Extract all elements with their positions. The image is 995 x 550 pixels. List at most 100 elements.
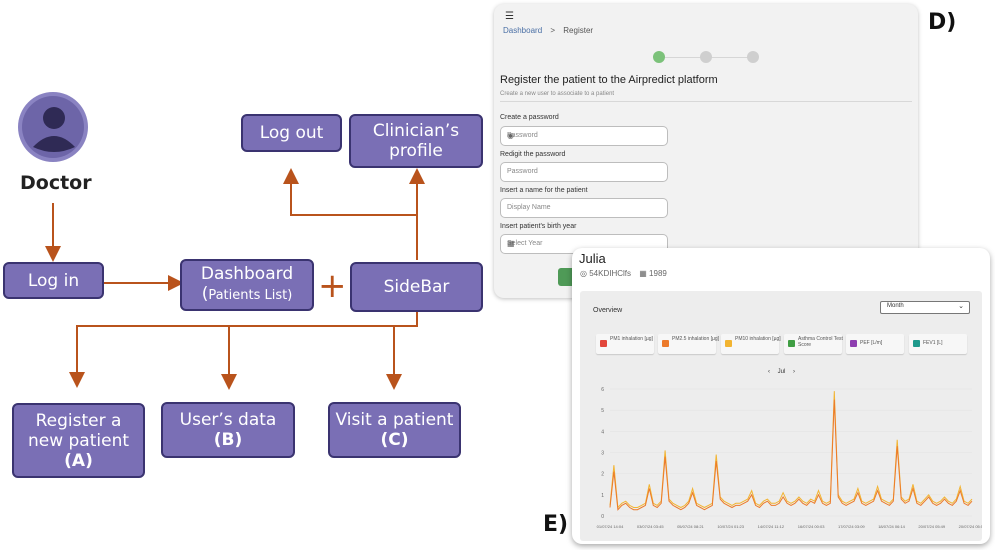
x-tick-label: 03/07/24 03:45 [637,524,664,529]
visit-box: Visit a patient (C) [328,402,461,458]
profile-label-line2: profile [389,141,443,161]
calendar-icon: ▦ [639,269,647,278]
x-tick-label: 10/07/24 01:23 [717,524,744,529]
checkbox-icon [600,340,607,347]
profile-label-line1: Clinician’s [372,121,460,141]
stepper-step-2 [700,51,712,63]
checkbox-icon [788,340,795,347]
register-label-line1: Register a [35,410,122,431]
patient-name: Julia [579,251,606,266]
divider [500,101,912,102]
overview-card: Overview Month ⌄ PM1 inhalation [µg] PM2… [580,291,982,541]
patient-info: ◎ 54KDIHClfs ▦ 1989 [580,269,667,278]
legend-chip-pm25[interactable]: PM2.5 inhalation [µg] [658,334,719,354]
y-tick-label: 2 [601,472,604,478]
series-line [609,399,973,511]
x-tick-label: 14/07/24 11:12 [758,524,785,529]
hamburger-menu-icon[interactable]: ☰ [505,11,514,22]
checkbox-icon [662,340,669,347]
panel-tag-e: E) [543,512,569,537]
display-name-placeholder: Display Name [507,204,551,211]
patient-birth-year: 1989 [649,269,667,278]
y-tick-label: 5 [601,408,604,414]
register-box: Register a new patient (A) [12,403,145,478]
series-line [609,391,973,509]
stepper-step-1 [653,51,665,63]
confirm-password-label: Redigit the password [500,151,566,158]
x-tick-label: 18/07/24 06:14 [878,524,905,529]
visit-label: Visit a patient [335,410,454,430]
y-tick-label: 4 [601,429,604,435]
y-tick-label: 6 [601,387,604,393]
period-select-value: Month [887,303,904,309]
chevron-right-icon[interactable]: › [793,369,796,375]
checkbox-icon [725,340,732,347]
chevron-left-icon[interactable]: ‹ [768,369,770,375]
patient-screen-panel: Julia ◎ 54KDIHClfs ▦ 1989 Overview Month… [572,248,990,544]
x-tick-label: 05/07/24 08:21 [677,524,704,529]
x-tick-label: 20/07/24 05:54 [959,524,982,529]
legend-label: PEF [L/m] [860,340,883,346]
chevron-down-icon: ⌄ [958,303,964,310]
y-tick-label: 3 [601,451,604,457]
birth-year-placeholder: Select Year [507,240,543,247]
breadcrumb-current: Register [563,26,594,35]
calendar-icon[interactable]: ▦ [507,239,515,248]
legend-chip-act[interactable]: Asthma Control Test Score [784,334,843,354]
checkbox-icon [913,340,920,347]
login-label: Log in [27,270,80,291]
dashboard-label: Dashboard [200,264,294,284]
plus-sign: + [318,266,347,306]
legend-label: Asthma Control Test Score [798,336,843,348]
breadcrumb: Dashboard > Register [503,26,593,35]
register-tag: (A) [64,450,93,471]
panel-tag-d: D) [928,10,957,35]
overview-label: Overview [593,307,623,314]
period-select[interactable]: Month ⌄ [880,301,970,314]
legend-chip-fev1[interactable]: FEV1 [L] [909,334,967,354]
chevron-right-icon: > [550,26,556,35]
confirm-password-field[interactable]: Password [500,162,668,182]
sidebar-box: SideBar [350,262,483,312]
usersdata-tag: (B) [213,430,243,450]
profile-box: Clinician’s profile [349,114,483,168]
visit-tag: (C) [380,430,409,450]
dashboard-sublabel: Patients List) [208,288,293,303]
month-nav: ‹ Jul › [768,369,795,375]
user-icon: ◎ [580,269,587,278]
x-tick-label: 17/07/24 03:09 [838,524,865,529]
dashboard-paren: ( [201,284,209,304]
y-tick-label: 1 [601,493,604,499]
legend-chip-pef[interactable]: PEF [L/m] [846,334,904,354]
dashboard-box: Dashboard (Patients List) [180,259,314,311]
checkbox-icon [850,340,857,347]
logout-box: Log out [241,114,342,152]
y-tick-label: 0 [601,514,604,520]
eye-icon[interactable]: ◉ [507,131,514,140]
sidebar-label: SideBar [383,277,450,297]
doctor-avatar-icon [17,91,89,163]
usersdata-box: User’s data (B) [161,402,295,458]
display-name-label: Insert a name for the patient [500,187,588,194]
doctor-label: Doctor [20,172,92,194]
password-label: Create a password [500,114,559,121]
legend-label: PM1 inhalation [µg] [610,336,653,342]
display-name-field[interactable]: Display Name [500,198,668,218]
breadcrumb-dashboard-link[interactable]: Dashboard [503,26,543,35]
inhalation-chart: 0 1 2 3 4 5 6 01/07/24 14:04 03/07/24 03:45 05/07… [597,387,982,529]
password-field[interactable]: Password ◉ [500,126,668,146]
legend-label: FEV1 [L] [923,340,943,346]
login-box: Log in [3,262,104,299]
legend-chip-pm1[interactable]: PM1 inhalation [µg] [596,334,654,354]
confirm-password-placeholder: Password [507,168,538,175]
register-subtitle: Create a new user to associate to a pati… [500,91,615,97]
legend-label: PM2.5 inhalation [µg] [672,336,720,342]
legend-label: PM10 inhalation [µg] [735,336,781,342]
legend-chip-pm10[interactable]: PM10 inhalation [µg] [721,334,781,354]
x-tick-label: 16/07/24 00:03 [798,524,825,529]
usersdata-label: User’s data [179,410,277,430]
password-placeholder: Password [507,132,538,139]
month-label: Jul [777,369,786,375]
x-tick-label: 01/07/24 14:04 [597,524,624,529]
